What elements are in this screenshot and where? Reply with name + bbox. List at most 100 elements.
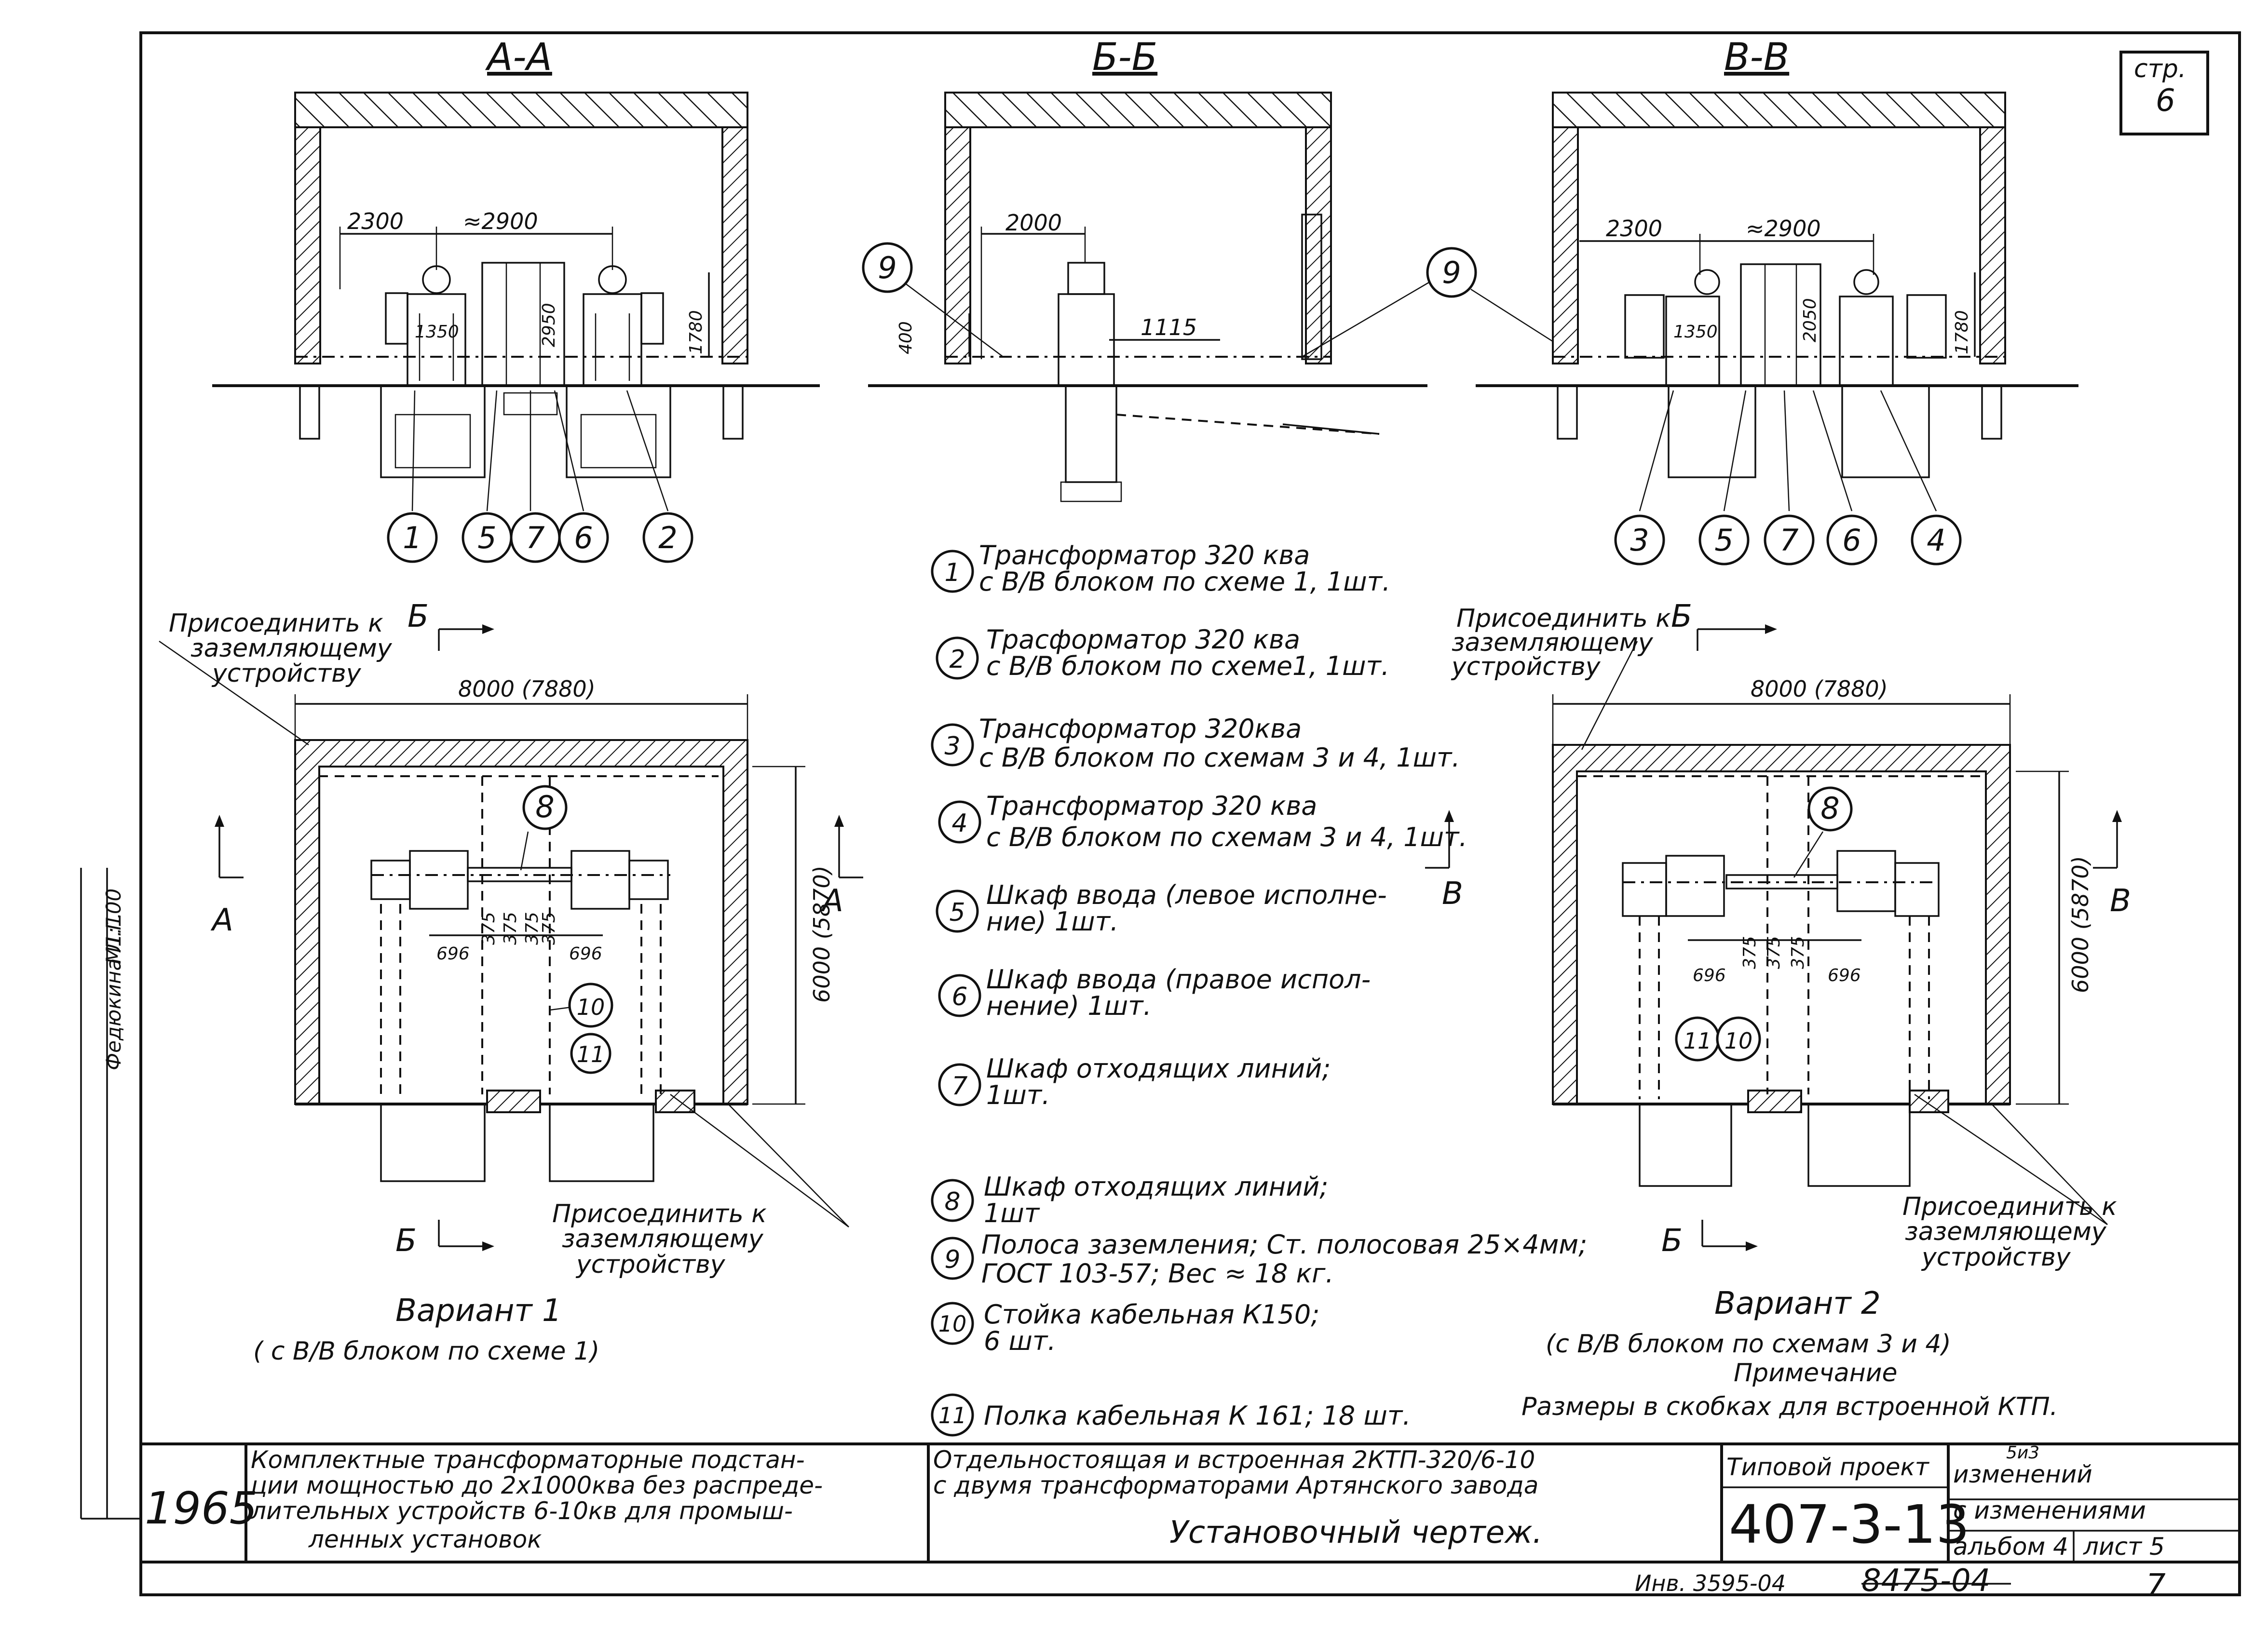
legend-item-6: 6 Шкаф ввода (правое испол- нение) 1шт. [938,964,1371,1021]
section-b-b-markers: 9 9 [862,242,1477,298]
legend-line1-5: Шкаф ввода (левое исполне- [986,880,1387,910]
marker-4-v: 4 [1927,523,1945,558]
inventory-inv: Инв. 3595-04 [1635,1570,1786,1596]
legend: 1 Трансформатор 320 ква с В/В блоком по … [931,540,1587,1437]
legend-item-7: 7 Шкаф отходящих линий; 1шт. [938,1053,1331,1110]
ground-v2-bot-l2: заземляющему [1905,1217,2107,1246]
grounding-note-v1-bottom: Присоединить к заземляющему устройству [552,1199,767,1279]
marker-11-v1: 11 [577,1041,605,1067]
note-title: Примечание [1734,1359,1898,1388]
legend-line2-6: нение) 1шт. [986,991,1152,1021]
legend-line1-9: Полоса заземления; Ст. полосовая 25×4мм; [981,1229,1587,1260]
legend-num-7: 7 [951,1072,967,1101]
stamp-year: 1965 [145,1482,258,1534]
legend-line2-7: 1шт. [986,1080,1050,1110]
stamp-changes-top: 5и3 [2006,1443,2039,1463]
page-box: стр. 6 [2119,51,2209,135]
section-a-a-markers: 1 5 7 6 2 [387,512,693,563]
section-a-a: 2300 ≈2900 2950 1780 1350 [212,92,820,512]
ground-v1-top-l3: устройству [211,659,362,688]
section-v-v-markers: 3 5 7 6 4 [1614,514,1962,566]
marker-7-v: 7 [1779,523,1798,558]
dim-1350-v: 1350 [1673,322,1718,342]
stamp-desc-4: ленных установок [308,1525,542,1553]
stamp-project-number: 407-3-13 [1729,1494,1969,1555]
stamp-changes-2: с изменениями [1953,1496,2146,1524]
dim-375-v2-2: 375 [1764,936,1784,969]
legend-line2-5: ние) 1шт. [986,906,1118,937]
legend-num-4: 4 [951,809,967,838]
inventory-code: 8475-04 [1861,1563,1990,1599]
cut-a-left: А [210,903,233,938]
sheet-frame [80,31,2241,1596]
ground-v2-bot-l1: Присоединить к [1902,1192,2117,1221]
stamp-album: альбом 4 [1953,1533,2068,1561]
legend-item-3: 3 Трансформатор 320ква с В/В блоком по с… [931,714,1460,773]
legend-num-11: 11 [938,1402,967,1428]
dim-6000-v1: 6000 (5870) [809,865,835,1003]
marker-5-v: 5 [1714,523,1733,558]
legend-item-4: 4 Трансформатор 320 ква с В/В блоком по … [938,791,1467,852]
marker-9-b-left: 9 [878,250,896,285]
legend-num-10: 10 [938,1311,967,1337]
legend-num-3: 3 [944,732,960,761]
legend-line1-8: Шкаф отходящих линий; [984,1172,1328,1202]
dim-1780-a: 1780 [686,310,706,354]
legend-line1-7: Шкаф отходящих линий; [986,1053,1331,1084]
plan-variant-1: 8000 (7880) 6000 (5870) 696 375 375 375 … [159,599,863,1259]
dim-696-v2-right: 696 [1828,966,1861,985]
ground-v2-top-l1: Присоединить к [1456,604,1671,633]
ground-v2-top-l3: устройству [1451,652,1601,681]
dim-2950-a: 2950 [539,303,559,347]
legend-line1-4: Трансформатор 320 ква [986,791,1317,821]
legend-item-1: 1 Трансформатор 320 ква с В/В блоком по … [931,540,1390,597]
ground-v1-bot-l1: Присоединить к [552,1199,767,1228]
cut-b-top-v1: Б [407,599,429,634]
legend-item-9: 9 Полоса заземления; Ст. полосовая 25×4м… [931,1229,1587,1289]
legend-num-9: 9 [944,1245,960,1274]
marker-8-v2: 8 [1820,791,1839,826]
side-stamp: Федюкина Л.Г. М1:100 [102,889,125,1070]
section-title-a: А-А [485,36,552,79]
stamp-title-2: с двумя трансформаторами Артянского заво… [933,1471,1538,1499]
inventory-page: 7 [2146,1568,2166,1604]
ground-v1-bot-l3: устройству [575,1250,726,1279]
dim-696-v2-left: 696 [1693,966,1726,985]
dim-2000-b: 2000 [1005,210,1062,236]
stamp-title-1: Отдельностоящая и встроенная 2КТП-320/6-… [933,1446,1535,1474]
section-title-b: Б-Б [1092,36,1157,79]
legend-line2-9: ГОСТ 103-57; Вес ≈ 18 кг. [981,1258,1334,1289]
ground-v1-top-l1: Присоединить к [169,609,383,638]
dim-696-v1-right: 696 [569,944,602,964]
dim-375-v1-3: 375 [522,912,542,945]
stamp-title-3: Установочный чертеж. [1169,1515,1542,1550]
marker-8-v1: 8 [535,789,554,824]
grounding-note-v1-top: Присоединить к заземляющему устройству [169,609,393,688]
cut-b-top-v2: Б [1671,599,1692,634]
stamp-changes-1: изменений [1953,1460,2092,1488]
dim-2050-v: 2050 [1800,298,1820,342]
dim-2300-v: 2300 [1606,216,1662,242]
marker-11-v2: 11 [1684,1028,1712,1054]
dim-400-b: 400 [896,321,916,354]
grounding-note-v2-top: Присоединить к заземляющему устройству [1451,604,1671,681]
note-text: Размеры в скобках для встроенной КТП. [1521,1392,2058,1421]
legend-line1-1: Трансформатор 320 ква [979,540,1310,570]
stamp-sheet: лист 5 [2083,1533,2165,1561]
stamp-desc-1: Комплектные трансформаторные подстан- [251,1446,805,1474]
legend-line1-2: Трасформатор 320 ква [986,624,1300,655]
cut-v-right: В [2110,883,2131,919]
side-scale: М1:100 [102,889,125,964]
legend-num-6: 6 [951,983,967,1011]
dim-375-v2-1: 375 [1740,936,1760,969]
legend-line2-8: 1шт [984,1198,1040,1228]
section-title-v: В-В [1724,36,1789,79]
dim-2900-a: ≈2900 [463,208,538,234]
marker-9-b-right: 9 [1442,255,1461,290]
title-block: 1965 Комплектные трансформаторные подста… [141,1443,2240,1563]
cut-b-bottom-v1: Б [395,1223,417,1259]
legend-num-8: 8 [944,1187,960,1216]
stamp-desc-3: лительных устройств 6-10кв для промыш- [250,1497,793,1525]
dim-375-v1-2: 375 [501,912,520,945]
